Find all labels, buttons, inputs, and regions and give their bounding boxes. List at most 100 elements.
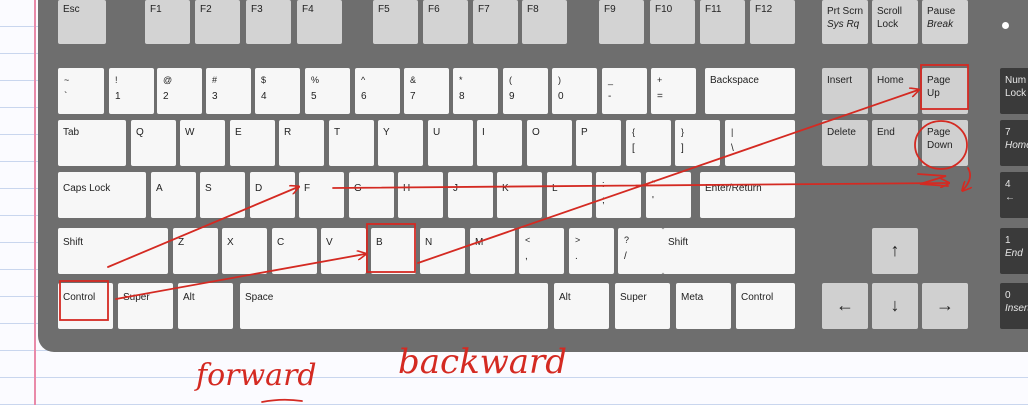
key-enter[interactable]: Enter/Return <box>700 172 795 218</box>
key-8[interactable]: *8 <box>453 68 498 114</box>
key-quote[interactable]: "' <box>646 172 691 218</box>
key-label: End <box>1005 248 1023 259</box>
key-f2[interactable]: F2 <box>195 0 240 44</box>
key-4[interactable]: $4 <box>255 68 300 114</box>
key-backtick[interactable]: ~` <box>58 68 104 114</box>
key-label: Page <box>927 127 951 138</box>
key-j[interactable]: J <box>448 172 493 218</box>
key-p[interactable]: P <box>576 120 621 166</box>
key-i[interactable]: I <box>477 120 522 166</box>
b-highlight-box <box>366 223 416 273</box>
key-label: . <box>575 251 578 262</box>
key-right-super[interactable]: Super <box>615 283 670 329</box>
key-left-bracket[interactable]: {[ <box>626 120 671 166</box>
key-f3[interactable]: F3 <box>246 0 291 44</box>
key-w[interactable]: W <box>180 120 225 166</box>
key-f[interactable]: F <box>299 172 344 218</box>
key-period[interactable]: >. <box>569 228 614 274</box>
key-numpad-4[interactable]: 4← <box>1000 172 1028 218</box>
key-left-alt[interactable]: Alt <box>178 283 233 329</box>
key-q[interactable]: Q <box>131 120 176 166</box>
key-numpad-7[interactable]: 7Home <box>1000 120 1028 166</box>
key-label: ] <box>681 143 684 154</box>
key-f9[interactable]: F9 <box>599 0 644 44</box>
key-d[interactable]: D <box>250 172 295 218</box>
key-left-control[interactable]: Control <box>58 283 113 329</box>
key-t[interactable]: T <box>329 120 374 166</box>
key-f5[interactable]: F5 <box>373 0 418 44</box>
key-label: ← <box>1005 192 1015 203</box>
key-end[interactable]: End <box>872 120 918 166</box>
key-f7[interactable]: F7 <box>473 0 518 44</box>
key-caps-lock[interactable]: Caps Lock <box>58 172 146 218</box>
key-k[interactable]: K <box>497 172 542 218</box>
key-o[interactable]: O <box>527 120 572 166</box>
key-label: 9 <box>509 91 515 102</box>
key-u[interactable]: U <box>428 120 473 166</box>
key-arrow-down[interactable]: ↓ <box>872 283 918 329</box>
key-f6[interactable]: F6 <box>423 0 468 44</box>
key-6[interactable]: ^6 <box>355 68 400 114</box>
key-y[interactable]: Y <box>378 120 423 166</box>
key-right-control[interactable]: Control <box>736 283 795 329</box>
key-arrow-up[interactable]: ↑ <box>872 228 918 274</box>
key-right-alt[interactable]: Alt <box>554 283 609 329</box>
key-f1[interactable]: F1 <box>145 0 190 44</box>
key-label: F1 <box>150 4 162 15</box>
key-s[interactable]: S <box>200 172 245 218</box>
key-r[interactable]: R <box>279 120 324 166</box>
key-label: 0 <box>558 91 564 102</box>
key-9[interactable]: (9 <box>503 68 548 114</box>
key-left-shift[interactable]: Shift <box>58 228 168 274</box>
key-arrow-left[interactable]: ← <box>822 283 868 329</box>
key-f11[interactable]: F11 <box>700 0 745 44</box>
key-h[interactable]: H <box>398 172 443 218</box>
key-delete[interactable]: Delete <box>822 120 868 166</box>
key-arrow-right[interactable]: → <box>922 283 968 329</box>
key-space[interactable]: Space <box>240 283 548 329</box>
key-esc[interactable]: Esc <box>58 0 106 44</box>
key-m[interactable]: M <box>470 228 515 274</box>
key-5[interactable]: %5 <box>305 68 350 114</box>
key-slash[interactable]: ?/ <box>618 228 663 274</box>
key-a[interactable]: A <box>151 172 196 218</box>
key-0[interactable]: )0 <box>552 68 597 114</box>
key-f10[interactable]: F10 <box>650 0 695 44</box>
key-backslash[interactable]: |\ <box>725 120 795 166</box>
key-semicolon[interactable]: :; <box>596 172 641 218</box>
key-f12[interactable]: F12 <box>750 0 795 44</box>
ctrl-b-arrow <box>115 254 365 300</box>
key-minus[interactable]: _- <box>602 68 647 114</box>
key-right-shift[interactable]: Shift <box>663 228 795 274</box>
key-label: @ <box>163 75 173 85</box>
key-right-bracket[interactable]: }] <box>675 120 720 166</box>
key-comma[interactable]: <, <box>519 228 564 274</box>
key-meta[interactable]: Meta <box>676 283 731 329</box>
key-7[interactable]: &7 <box>404 68 449 114</box>
key-backspace[interactable]: Backspace <box>705 68 795 114</box>
key-tab[interactable]: Tab <box>58 120 126 166</box>
key-1[interactable]: !1 <box>109 68 154 114</box>
key-insert[interactable]: Insert <box>822 68 868 114</box>
key-label: [ <box>632 143 635 154</box>
key-f8[interactable]: F8 <box>522 0 567 44</box>
key-n[interactable]: N <box>420 228 465 274</box>
key-b[interactable]: B <box>371 228 416 274</box>
key-label: Backspace <box>710 75 759 86</box>
key-label: Control <box>741 292 774 303</box>
key-x[interactable]: X <box>222 228 267 274</box>
key-3[interactable]: #3 <box>206 68 251 114</box>
key-label: Shift <box>668 237 689 248</box>
key-e[interactable]: E <box>230 120 275 166</box>
key-f4[interactable]: F4 <box>297 0 342 44</box>
key-equals[interactable]: += <box>651 68 696 114</box>
key-2[interactable]: @2 <box>157 68 202 114</box>
